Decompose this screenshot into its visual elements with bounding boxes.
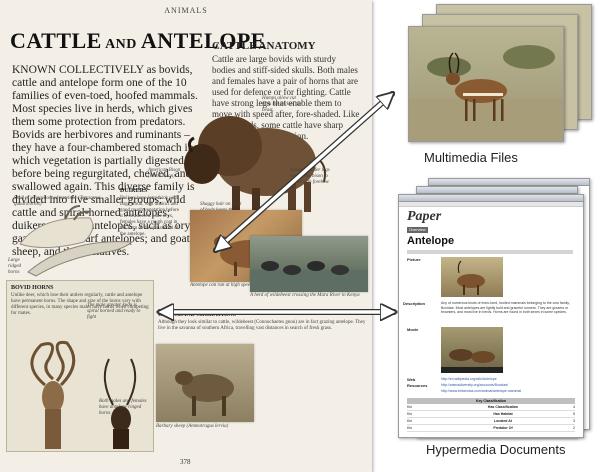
media-file-front[interactable] [408, 26, 564, 142]
table-cell-kind: Kin [407, 418, 447, 424]
table-cell-relation: Has Classification [447, 404, 559, 410]
book-title-main: CATTLE [10, 28, 102, 53]
caption-legs: Strong, slender legs enable the bison to… [290, 168, 338, 186]
table-cell-count: 3 [559, 418, 575, 424]
doc-row-description: Description [403, 301, 425, 306]
duikers-text: Duikers have long thick with large shrub… [120, 196, 180, 238]
window-titlebar [399, 195, 583, 202]
horns-heading: BOVID HORNS [11, 285, 54, 291]
antelope-photo [409, 27, 563, 141]
window-titlebar [429, 179, 589, 186]
grassland-text: Although they look similar to cattle, wi… [158, 320, 368, 332]
table-cell-count: 4 [559, 404, 575, 410]
grassland-heading: GRASSLAND MIGRATIONS [158, 312, 236, 318]
caption-wildebeest: A herd of wildebeest crossing the Mara R… [250, 293, 368, 299]
doc-row-web: Web [407, 377, 415, 382]
caption-kudu: The male greater kudu is spiral horned a… [87, 303, 147, 321]
horn-illustration [20, 232, 140, 280]
doc-classification-table: Key Classification Kin Has Classificatio… [407, 398, 575, 432]
doc-link-3[interactable]: http://www.britannica.com/animal/antelop… [441, 389, 521, 393]
doc-row-picture: Picture [407, 257, 421, 262]
table-cell-kind: Kin [407, 425, 447, 431]
doc-description: Any of numerous kinds of even-toed, hoof… [441, 301, 575, 315]
table-row[interactable]: Kin Located At 3 [407, 418, 575, 425]
caption-hoof: Skull of a four-horned antelope (Tetrace… [14, 196, 104, 208]
caption-hump: Humps allow cut from the neck of the bea… [262, 96, 304, 114]
caption-barbary: Barbary sheep (Ammotragus lervia) [156, 424, 254, 430]
table-row[interactable]: Kin Has Habitat 5 [407, 411, 575, 418]
hyper-window-front[interactable]: Paper Overview Antelope Picture Descript… [398, 194, 584, 438]
page-number: 378 [180, 458, 191, 466]
doc-link-2[interactable]: http://animaldiversity.org/accounts/Bovi… [441, 383, 508, 387]
doc-header-bar [407, 250, 573, 254]
caption-gazelle: Both males and females have antelope rin… [99, 399, 147, 417]
bovid-horns-box: BOVID HORNS Unlike deer, which lose thei… [6, 280, 154, 452]
kudu-illustration [9, 335, 151, 449]
caption-horn: Large ridged horns [8, 258, 32, 276]
multimedia-caption: Multimedia Files [424, 150, 518, 165]
doc-movie[interactable] [441, 327, 503, 373]
barbary-sheep-photo [156, 344, 254, 422]
table-row[interactable]: Kin Predator Of 2 [407, 425, 575, 432]
doc-link-1[interactable]: http://en.wikipedia.org/wiki/Antelope [441, 377, 497, 381]
doc-row-resources: Resources [407, 383, 427, 388]
table-cell-count: 5 [559, 411, 575, 417]
wildebeest-photo [250, 236, 368, 292]
table-cell-kind: Kin [407, 411, 447, 417]
doc-logo-text: Paper [407, 209, 441, 224]
book-page: ANIMALS CATTLE AND ANTELOPE KNOWN COLLEC… [0, 0, 372, 472]
table-row[interactable]: Kin Has Classification 4 [407, 404, 575, 411]
table-cell-relation: Predator Of [447, 425, 559, 431]
doc-picture[interactable] [441, 257, 503, 297]
hypermedia-caption: Hypermedia Documents [426, 442, 565, 457]
table-cell-relation: Located At [447, 418, 559, 424]
window-titlebar [417, 187, 577, 194]
anatomy-heading: CATTLE ANATOMY [212, 40, 316, 52]
book-header: ANIMALS [6, 6, 366, 15]
duikers-heading: DUIKERS [120, 188, 147, 194]
table-cell-count: 2 [559, 425, 575, 431]
doc-logo: Paper [407, 207, 441, 225]
table-cell-kind: Kin [407, 404, 447, 410]
table-cell-relation: Has Habitat [447, 411, 559, 417]
doc-heading: Antelope [407, 235, 454, 247]
doc-nav-button[interactable]: Overview [407, 227, 428, 233]
doc-row-movie: Movie [407, 327, 418, 332]
book-title-and: AND [102, 37, 141, 52]
caption-bison: American Bison (Bison bison) [148, 168, 182, 180]
